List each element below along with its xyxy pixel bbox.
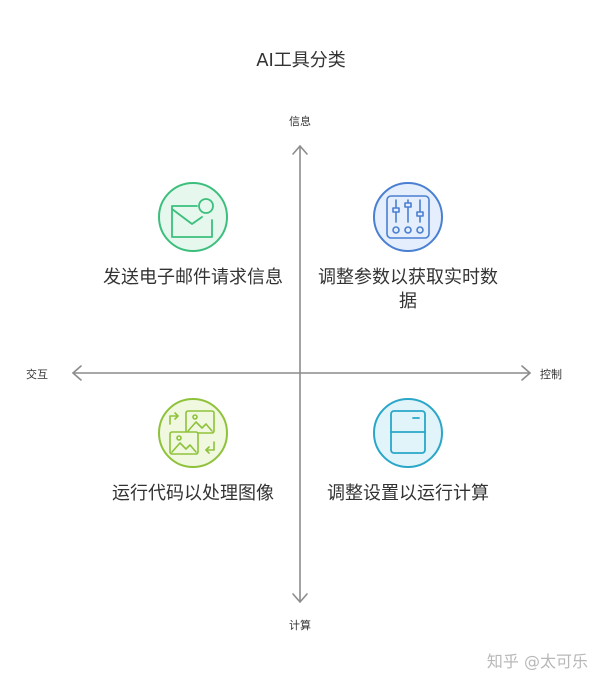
axes (72, 145, 531, 603)
panel-window-icon (373, 398, 443, 468)
quadrant-text-top-left: 发送电子邮件请求信息 (103, 267, 283, 288)
diagram-title: AI工具分类 (256, 50, 346, 71)
arrow-left-icon (72, 365, 82, 381)
sliders-control-icon (373, 182, 443, 252)
watermark: 知乎 @太可乐 (486, 652, 588, 671)
mail-notification-icon (158, 182, 228, 252)
axis-label-top: 信息 (289, 115, 311, 128)
arrow-up-icon (292, 145, 308, 155)
arrow-right-icon (521, 365, 531, 381)
quadrant-text-bottom-right: 调整设置以运行计算 (327, 483, 489, 504)
arrow-down-icon (292, 593, 308, 603)
axis-label-bottom: 计算 (289, 619, 311, 632)
axis-label-left: 交互 (26, 368, 48, 381)
image-swap-icon (158, 398, 228, 468)
quadrant-text-top-right: 调整参数以获取实时数据 (318, 267, 498, 312)
axis-label-right: 控制 (540, 368, 562, 381)
quadrant-text-bottom-left: 运行代码以处理图像 (112, 483, 274, 504)
